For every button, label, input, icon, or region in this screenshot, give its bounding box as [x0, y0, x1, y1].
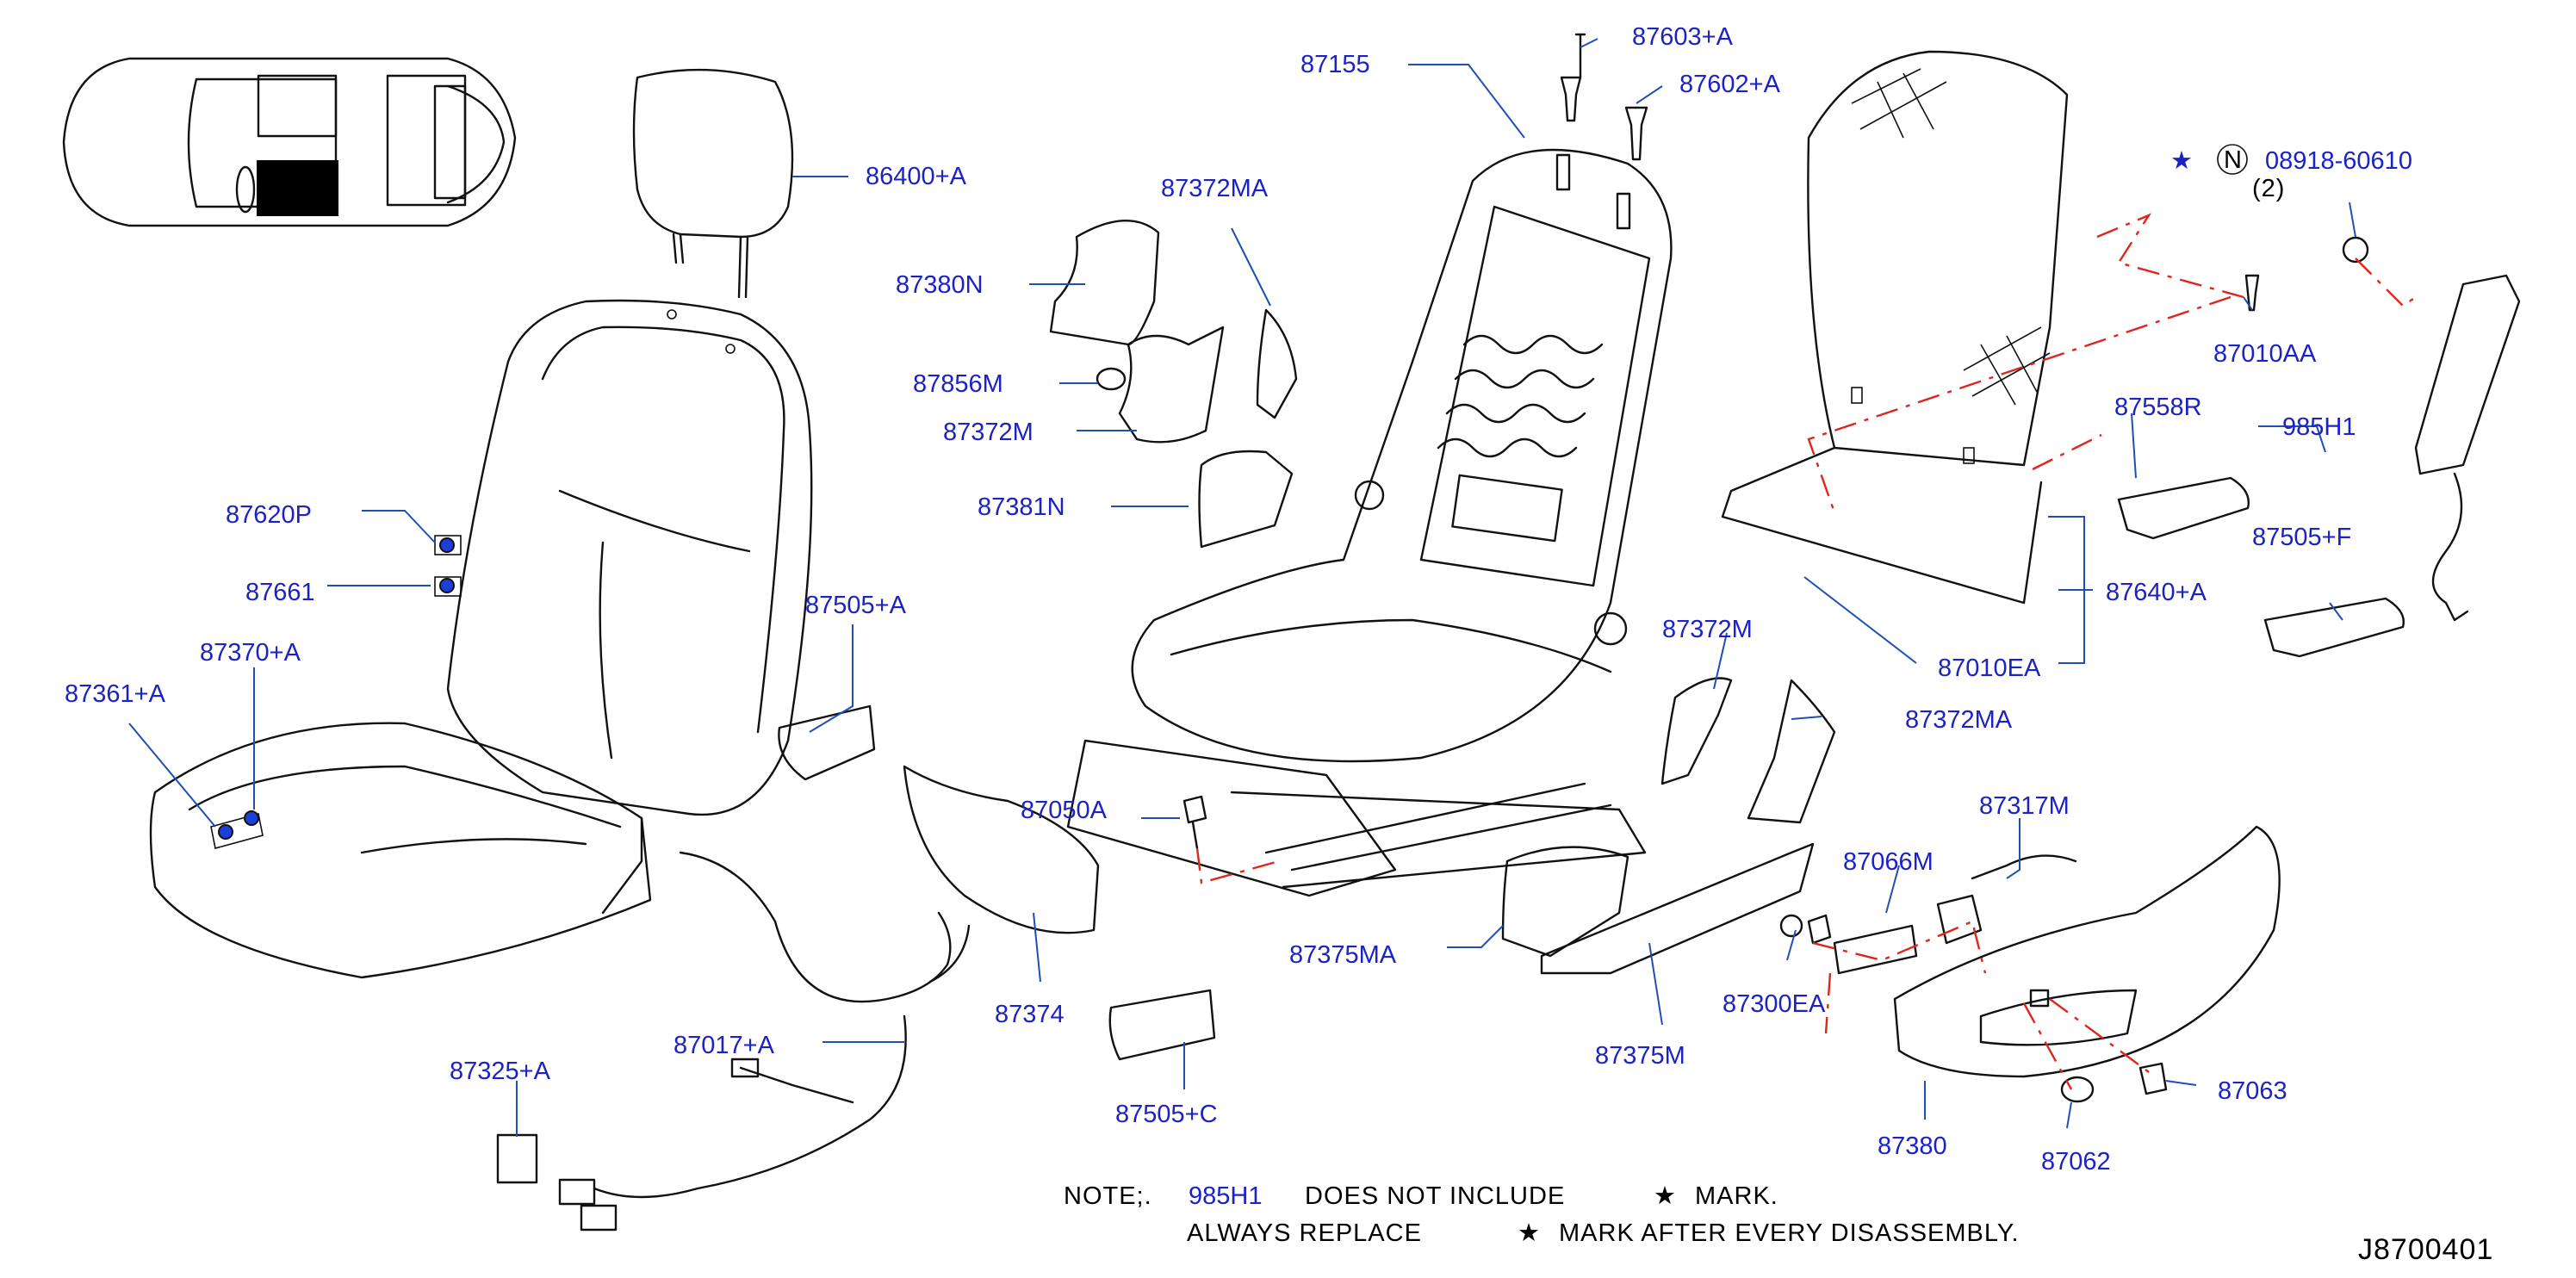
back-panel	[1721, 50, 2069, 605]
bolts	[1182, 795, 1832, 945]
label-87063: 87063	[2218, 1077, 2287, 1105]
leader-lines	[128, 38, 2356, 1137]
note-line2-b: MARK AFTER EVERY DISASSEMBLY.	[1559, 1219, 2020, 1247]
label-87370a: 87370+A	[200, 639, 301, 667]
n-mark-circle	[2217, 144, 2248, 175]
note-line2-a: ALWAYS REPLACE	[1187, 1219, 1422, 1247]
label-87066m: 87066M	[1843, 848, 1934, 876]
label-87856m: 87856M	[913, 370, 1003, 398]
label-87602a: 87602+A	[1679, 71, 1781, 98]
note-part: 985H1	[1189, 1182, 1262, 1210]
fasteners-top	[1560, 33, 1648, 161]
label-87640a: 87640+A	[2106, 579, 2207, 606]
label-87558r: 87558R	[2114, 394, 2202, 421]
label-87155: 87155	[1300, 51, 1370, 78]
drawing-id: J8700401	[2358, 1233, 2493, 1266]
label-08918-qty: (2)	[2252, 175, 2285, 202]
label-87603a: 87603+A	[1632, 23, 1734, 51]
label-87380n: 87380N	[896, 271, 984, 299]
n-mark: N	[2224, 146, 2242, 174]
star-mark: ★	[2170, 147, 2193, 175]
label-87661: 87661	[245, 579, 315, 606]
label-87374: 87374	[995, 1001, 1065, 1028]
label-87381n: 87381N	[978, 493, 1065, 521]
label-87010ea: 87010EA	[1938, 655, 2041, 682]
dashed-links	[1195, 213, 2417, 1090]
label-87620p: 87620P	[226, 501, 312, 529]
label-87505f: 87505+F	[2252, 524, 2351, 551]
vehicle-locator-icon	[62, 57, 517, 227]
headrest	[632, 68, 794, 299]
label-87380: 87380	[1878, 1132, 1947, 1160]
label-87017a: 87017+A	[673, 1032, 775, 1059]
note-mark-1: MARK.	[1695, 1182, 1778, 1210]
seat-frame	[1066, 148, 1673, 897]
part-labels: 87155 87603+A 87602+A ★ N 08918-60610 (2…	[65, 23, 2412, 1176]
label-87062: 87062	[2041, 1148, 2111, 1176]
label-87317m: 87317M	[1979, 792, 2070, 820]
label-87361a: 87361+A	[65, 680, 166, 708]
label-87372ma-right: 87372MA	[1905, 706, 2013, 734]
label-87300ea: 87300EA	[1723, 990, 1826, 1018]
note-block: NOTE;. 985H1 DOES NOT INCLUDE ★ MARK. AL…	[1064, 1182, 2493, 1266]
label-87372m-right: 87372M	[1662, 616, 1753, 643]
note-line1: DOES NOT INCLUDE	[1305, 1182, 1565, 1210]
note-star-2: ★	[1518, 1219, 1541, 1247]
label-87375m: 87375M	[1595, 1042, 1685, 1070]
label-87325a: 87325+A	[450, 1058, 551, 1085]
label-87372ma-top: 87372MA	[1161, 175, 1269, 202]
label-87010aa: 87010AA	[2213, 340, 2317, 368]
label-87505a: 87505+A	[805, 592, 907, 619]
label-87375ma: 87375MA	[1289, 941, 1397, 969]
label-87372m-left: 87372M	[943, 419, 1034, 446]
label-87050a: 87050A	[1021, 797, 1108, 824]
side-airbag	[2244, 236, 2521, 622]
label-08918-60610: 08918-60610	[2265, 147, 2412, 175]
note-prefix: NOTE;.	[1064, 1182, 1152, 1210]
note-star-1: ★	[1654, 1182, 1677, 1210]
label-87505c: 87505+C	[1115, 1101, 1218, 1128]
seat-assembly	[149, 299, 813, 979]
seat-trim-covers	[778, 219, 1836, 1061]
right-trim-pieces	[1779, 476, 2405, 1103]
label-86400a: 86400+A	[866, 163, 967, 190]
label-985h1: 985H1	[2282, 413, 2356, 441]
